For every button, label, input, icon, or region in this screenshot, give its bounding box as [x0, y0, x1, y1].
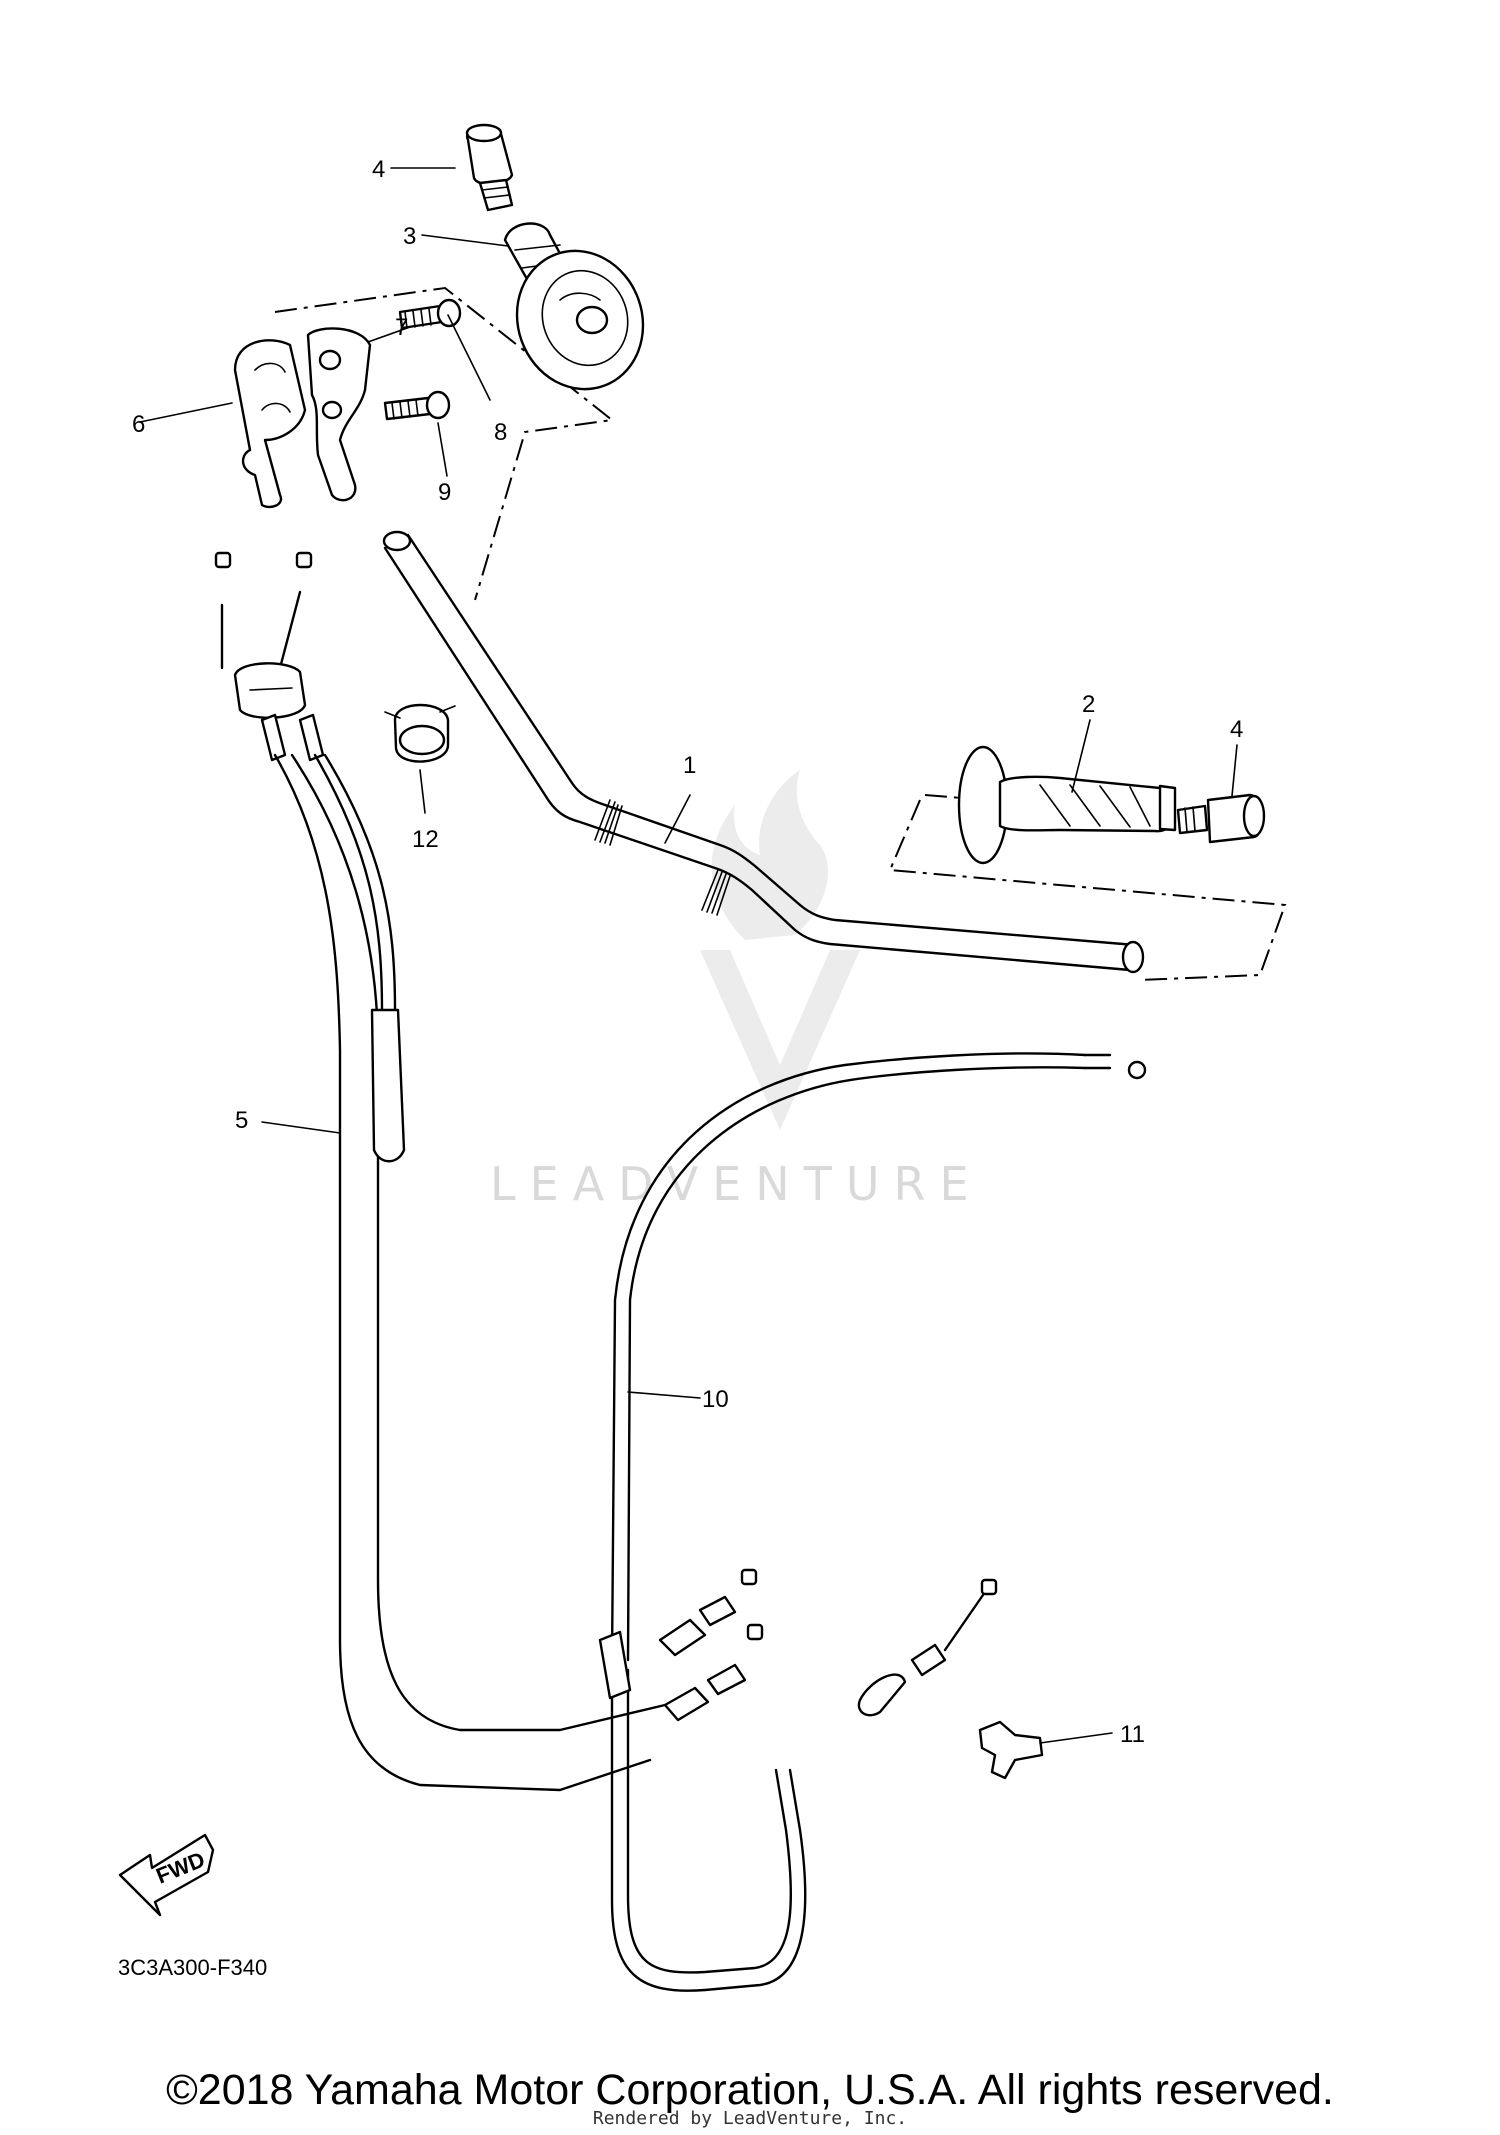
left-grip	[957, 745, 1177, 865]
callout-5: 5	[235, 1107, 248, 1134]
callout-7: 7	[395, 314, 408, 341]
callout-labels: 4 3 7 6 8 9 5 1 2 4 12 10 11	[132, 156, 1243, 1748]
bar-end-weight-top	[465, 123, 514, 212]
handlebar	[382, 530, 1145, 974]
watermark-flame-logo	[700, 770, 860, 1130]
screw-9	[383, 390, 451, 421]
callout-4-right: 4	[1230, 716, 1243, 743]
callout-12: 12	[412, 826, 439, 853]
forward-direction-arrow: FWD	[118, 1833, 215, 1917]
bar-end-weight-right	[1176, 793, 1266, 844]
throttle-cables	[214, 551, 667, 1792]
copyright-notice: ©2018 Yamaha Motor Corporation, U.S.A. A…	[166, 2066, 1334, 2114]
watermark-text: LEADVENTURE	[490, 1157, 983, 1211]
rendered-by-credit: Rendered by LeadVenture, Inc.	[592, 2108, 908, 2129]
throttle-housing-lower	[233, 339, 307, 509]
cable-10	[610, 1052, 1147, 1992]
callout-6: 6	[132, 411, 145, 438]
callout-4-top: 4	[372, 156, 385, 183]
cable-adjusters	[598, 1568, 998, 1722]
callout-leaders	[139, 167, 1238, 1744]
leadventure-watermark: LEADVENTURE	[490, 770, 983, 1211]
throttle-grip	[503, 222, 645, 391]
callout-11: 11	[1120, 1721, 1145, 1748]
right-grip-dashed-outline	[274, 286, 615, 601]
diagram-code: 3C3A300-F340	[118, 1955, 267, 1980]
callout-1: 1	[683, 752, 696, 779]
callout-10: 10	[702, 1386, 729, 1413]
cable-clamp	[384, 703, 456, 763]
callout-8: 8	[494, 419, 507, 446]
callout-9: 9	[438, 479, 451, 506]
throttle-housing-upper	[306, 327, 372, 502]
callout-2: 2	[1082, 691, 1095, 718]
cable-guide	[978, 1720, 1044, 1780]
screw-8	[398, 298, 462, 330]
callout-3: 3	[403, 223, 416, 250]
